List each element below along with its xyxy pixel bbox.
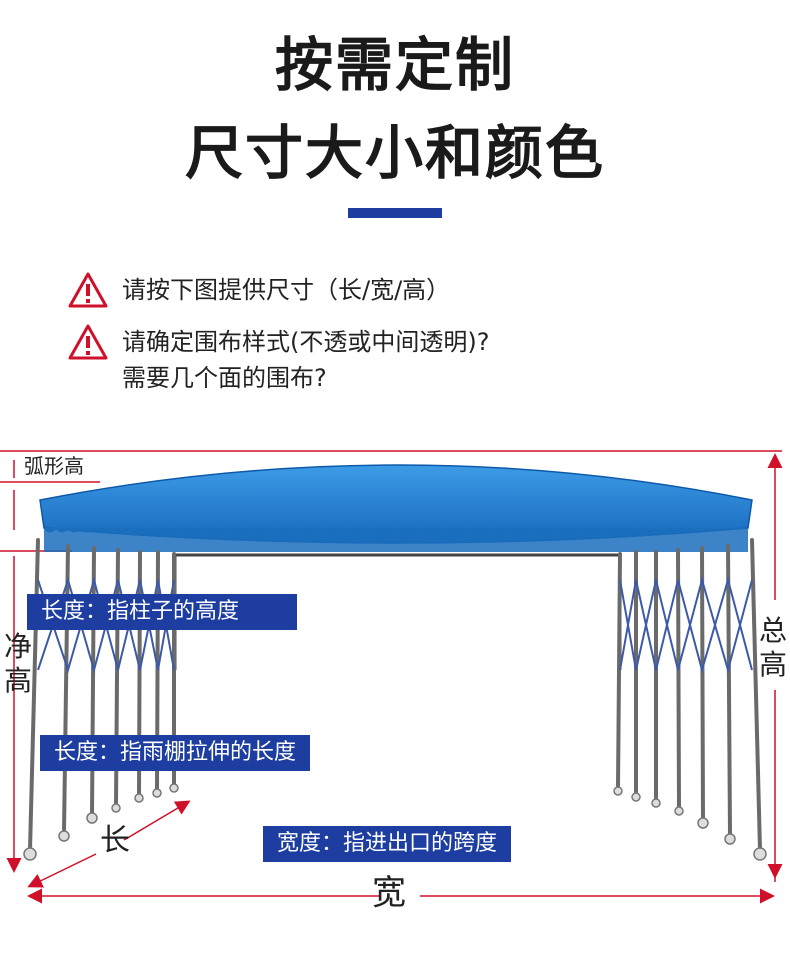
canopy-diagram: 弧形高 净高 总高 长 宽 长度：指柱子的高度 长度：指雨棚拉伸的长度 宽度：指… <box>0 430 790 967</box>
entrance-width-caption: 宽度：指进出口的跨度 <box>263 826 512 862</box>
warning-icon <box>68 272 108 308</box>
note-text: 请确定围布样式(不透或中间透明)? <box>122 328 490 356</box>
post-height-caption: 长度：指柱子的高度 <box>27 594 297 630</box>
note-text: 请按下图提供尺寸（长/宽/高） <box>122 276 451 304</box>
width-label: 宽 <box>372 873 406 913</box>
length-label: 长 <box>100 823 130 858</box>
note-text-second-line: 需要几个面的围布? <box>122 364 327 392</box>
total-height-label: 总高 <box>758 614 787 681</box>
note-curtain-style: 请确定围布样式(不透或中间透明)? 需要几个面的围布? <box>68 324 489 396</box>
extension-length-caption: 长度：指雨棚拉伸的长度 <box>40 735 311 771</box>
arc-height-label: 弧形高 <box>24 454 84 478</box>
net-height-label: 净高 <box>3 630 32 697</box>
warning-icon <box>68 324 108 360</box>
page-title-line-2: 尺寸大小和颜色 <box>184 119 605 187</box>
page-title-line-1: 按需定制 <box>274 31 515 99</box>
title-underline <box>348 208 442 218</box>
note-dimensions: 请按下图提供尺寸（长/宽/高） <box>68 272 450 308</box>
